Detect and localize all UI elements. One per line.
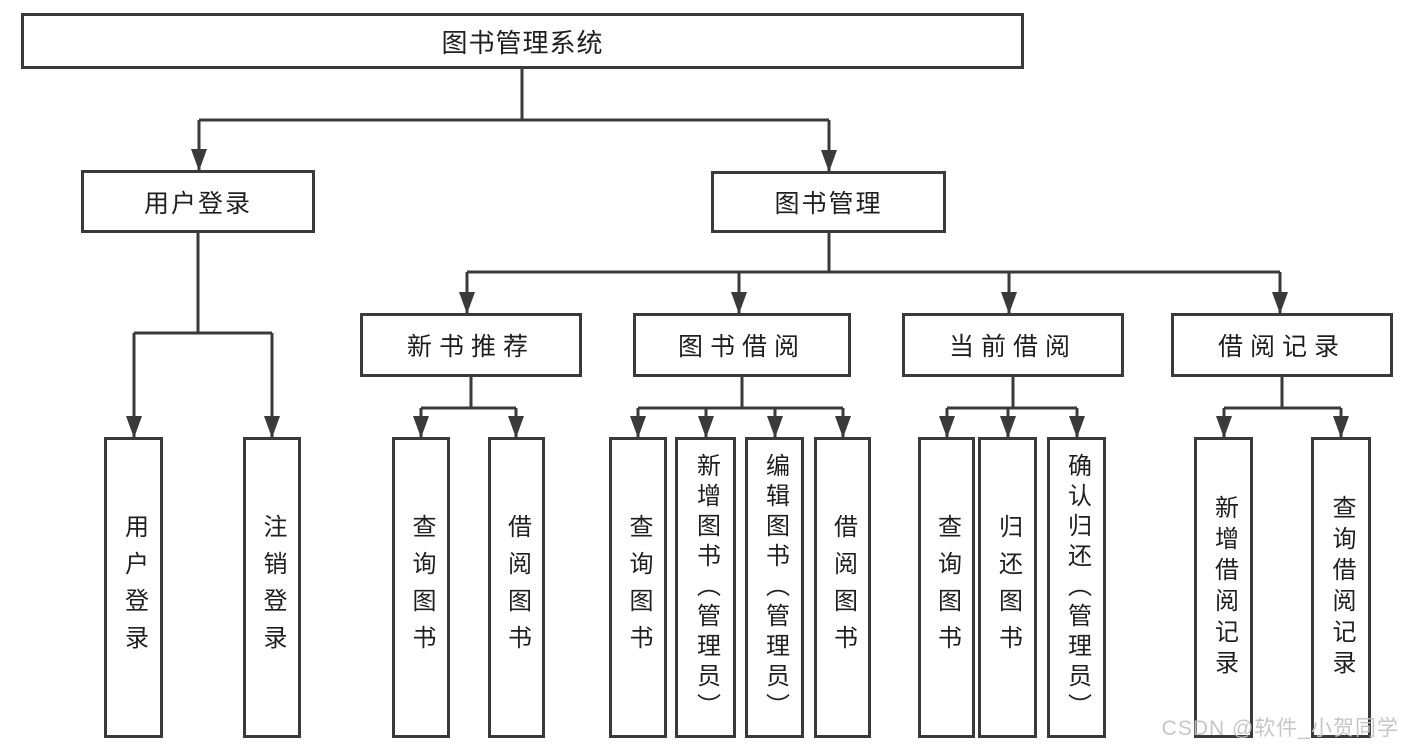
leaf-add-borrow-record: 新增借阅记录 xyxy=(1194,437,1253,738)
leaf-label: 查询图书 xyxy=(625,513,652,662)
leaf-label: 新增图书（管理员） xyxy=(692,452,720,723)
csdn-watermark: CSDN @软件_小贺同学 xyxy=(1161,717,1399,740)
leaf-label: 归还图书 xyxy=(994,513,1022,662)
leaf-query-borrow-record: 查询借阅记录 xyxy=(1311,437,1371,738)
leaf-label: 借阅图书 xyxy=(829,513,857,662)
leaf-label: 查询借阅记录 xyxy=(1328,494,1355,681)
node-label: 新书推荐 xyxy=(406,333,535,361)
node-borrow-record: 借阅记录 xyxy=(1171,313,1393,377)
node-user-login: 用户登录 xyxy=(81,170,315,233)
leaf-edit-books-admin: 编辑图书（管理员） xyxy=(745,437,804,738)
leaf-query-books-borrow: 查询图书 xyxy=(609,437,667,738)
leaf-query-books-current: 查询图书 xyxy=(918,437,975,738)
leaf-add-books-admin: 新增图书（管理员） xyxy=(675,437,736,738)
node-library-management-system: 图书管理系统 xyxy=(21,13,1024,69)
node-label: 图书管理 xyxy=(774,190,883,218)
leaf-logout: 注销登录 xyxy=(243,437,301,738)
leaf-query-books-recommend: 查询图书 xyxy=(392,437,450,738)
leaf-label: 新增借阅记录 xyxy=(1210,494,1238,681)
leaf-label: 查询图书 xyxy=(408,513,435,662)
node-book-management: 图书管理 xyxy=(711,171,946,233)
node-label: 当前借阅 xyxy=(948,333,1077,361)
node-label: 图书借阅 xyxy=(677,333,806,361)
leaf-label: 确认归还（管理员） xyxy=(1063,452,1091,723)
leaf-label: 查询图书 xyxy=(933,513,961,662)
leaf-borrow-books-recommend: 借阅图书 xyxy=(488,437,545,738)
node-label: 借阅记录 xyxy=(1217,333,1346,361)
node-new-book-recommend: 新书推荐 xyxy=(360,313,582,377)
leaf-user-login: 用户登录 xyxy=(104,437,163,738)
node-label: 图书管理系统 xyxy=(441,27,604,58)
leaf-label: 用户登录 xyxy=(120,513,148,662)
leaf-confirm-return-admin: 确认归还（管理员） xyxy=(1047,437,1106,738)
node-label: 用户登录 xyxy=(143,189,252,218)
leaf-label: 注销登录 xyxy=(259,513,286,662)
leaf-label: 编辑图书（管理员） xyxy=(761,452,789,723)
leaf-return-books: 归还图书 xyxy=(978,437,1037,738)
connector-arrows xyxy=(126,120,1349,438)
leaf-borrow-books: 借阅图书 xyxy=(814,437,871,738)
node-book-borrow: 图书借阅 xyxy=(633,313,851,377)
leaf-label: 借阅图书 xyxy=(503,513,531,662)
node-current-borrow: 当前借阅 xyxy=(902,313,1124,377)
